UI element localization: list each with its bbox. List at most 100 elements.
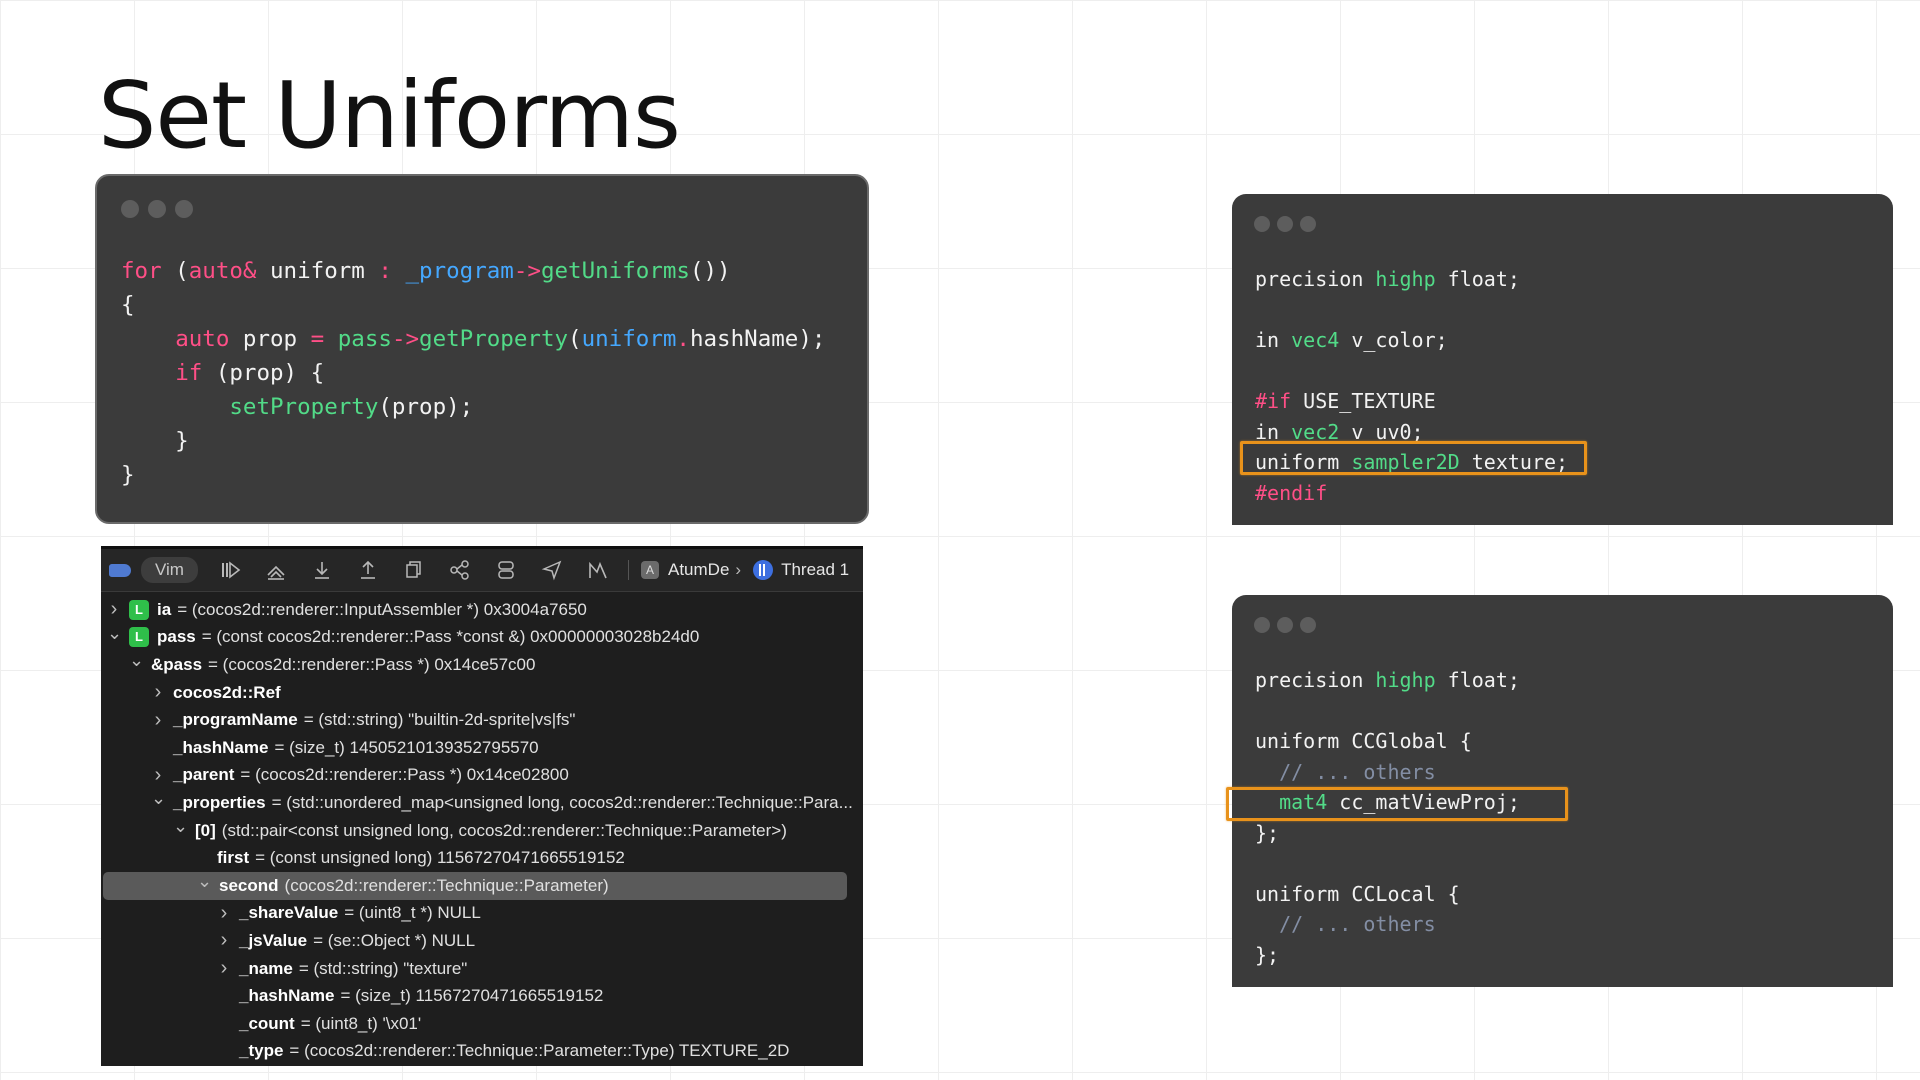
variable-row[interactable]: ⌄[0](std::pair<const unsigned long, coco… (101, 816, 863, 845)
variable-name: second (219, 875, 279, 895)
variable-name: _programName (173, 710, 298, 730)
chevron-down-icon[interactable]: ⌄ (173, 816, 189, 837)
vertex-shader-code: precision highp float;​uniform CCGlobal … (1255, 665, 1520, 970)
window-dot-icon (121, 200, 139, 218)
chevron-down-icon[interactable]: ⌄ (107, 622, 123, 643)
variable-row[interactable]: ⌄&pass= (cocos2d::renderer::Pass *) 0x14… (101, 650, 863, 679)
variable-row[interactable]: ⌄_properties= (std::unordered_map<unsign… (101, 788, 863, 817)
code-token: : (378, 258, 392, 284)
code-token: if (175, 360, 203, 386)
variable-name: cocos2d::Ref (173, 682, 281, 702)
variable-row[interactable]: ›_name= (std::string) "texture" (101, 955, 863, 983)
view-hierarchy-icon[interactable] (398, 556, 430, 584)
chevron-down-icon[interactable]: ⌄ (197, 871, 213, 892)
window-dot-icon (1277, 216, 1293, 232)
thread-label: Thread 1 (781, 560, 850, 579)
fragment-shader-window: precision highp float;​in vec4 v_color;​… (1232, 194, 1893, 525)
toolbar-separator (627, 560, 629, 580)
step-over-icon[interactable] (260, 556, 292, 584)
window-dot-icon (148, 200, 166, 218)
code-token: _program (405, 258, 514, 284)
code-token: prop (229, 326, 311, 352)
chevron-right-icon[interactable]: › (220, 929, 228, 952)
cpp-code-window: for (auto& uniform : _program->getUnifor… (95, 174, 869, 524)
variable-row[interactable]: ›_parent= (cocos2d::renderer::Pass *) 0x… (101, 762, 863, 790)
code-token: ()) (689, 258, 731, 284)
code-token: (prop); (378, 394, 474, 420)
slide-title: Set Uniforms (98, 62, 681, 169)
code-token: = (310, 326, 325, 352)
code-token (392, 258, 406, 284)
chevron-right-icon[interactable]: › (154, 708, 162, 731)
target-selector[interactable]: A AtumDe › (640, 560, 741, 580)
shader-code-line: ​ (1255, 295, 1568, 326)
variable-name: first (217, 848, 250, 868)
memory-graph-icon[interactable] (444, 556, 476, 584)
variable-row[interactable]: ›_shareValue= (uint8_t *) NULL (101, 900, 863, 928)
code-token: #endif (1255, 480, 1328, 505)
variable-value: = (cocos2d::renderer::InputAssembler *) … (177, 599, 587, 619)
location-icon[interactable] (536, 556, 568, 584)
code-token: getUniforms (540, 258, 690, 284)
breakpoint-icon[interactable] (109, 563, 131, 577)
code-token: uniform CCLocal { (1255, 881, 1460, 906)
chevron-right-icon[interactable]: › (110, 598, 118, 621)
step-out-icon[interactable] (352, 556, 384, 584)
variable-row[interactable]: _type= (cocos2d::renderer::Technique::Pa… (101, 1038, 863, 1066)
thread-icon (753, 560, 774, 580)
code-token: // ... others (1255, 759, 1436, 784)
variable-name: _name (239, 958, 293, 978)
environment-icon[interactable] (490, 556, 522, 584)
code-token: #if (1255, 389, 1292, 413)
window-dot-icon (1277, 617, 1293, 633)
fragment-shader-code: precision highp float;​in vec4 v_color;​… (1255, 264, 1568, 508)
variable-row[interactable]: _hashName= (size_t) 11567270471665519152 (101, 982, 863, 1010)
code-token: for (121, 258, 162, 284)
continue-icon[interactable] (214, 556, 246, 584)
variable-value: (std::pair<const unsigned long, cocos2d:… (221, 820, 787, 840)
variable-name: _jsValue (239, 930, 308, 950)
cpp-code-line: setProperty(prop); (121, 390, 825, 424)
step-into-icon[interactable] (306, 556, 338, 584)
shader-code-line: // ... others (1255, 909, 1520, 940)
code-token (121, 394, 229, 420)
code-token: mat4 (1279, 790, 1328, 814)
chevron-right-icon[interactable]: › (220, 957, 228, 980)
code-token: USE_TEXTURE (1291, 389, 1436, 413)
code-token: } (121, 428, 189, 454)
variable-value: = (const unsigned long) 1156727047166551… (255, 848, 625, 868)
variable-row[interactable]: ›_programName= (std::string) "builtin-2d… (101, 706, 863, 734)
variable-row[interactable]: first= (const unsigned long) 11567270471… (101, 844, 863, 872)
chevron-down-icon[interactable]: ⌄ (129, 650, 145, 671)
variable-name: _count (239, 1013, 295, 1033)
frames-icon[interactable] (582, 556, 614, 584)
code-token: { (121, 292, 135, 318)
shader-code-line: uniform CCLocal { (1255, 879, 1520, 910)
sampler-highlight-box (1240, 441, 1587, 475)
code-token (121, 326, 175, 352)
code-token: v_uv0; (1339, 419, 1424, 444)
variable-row[interactable]: _count= (uint8_t) '\x01' (101, 1010, 863, 1038)
shader-code-line: #if USE_TEXTURE (1255, 386, 1568, 417)
code-token: in (1255, 328, 1292, 352)
variable-name: _properties (173, 792, 266, 812)
variable-row[interactable]: _hashName= (size_t) 14505210139352795570 (101, 734, 863, 762)
chevron-right-icon[interactable]: › (220, 901, 228, 924)
vim-button[interactable]: Vim (141, 557, 198, 583)
code-token: }; (1255, 942, 1280, 967)
chevron-down-icon[interactable]: ⌄ (151, 788, 167, 809)
variable-row[interactable]: ⌄second(cocos2d::renderer::Technique::Pa… (103, 871, 847, 900)
variable-value: = (cocos2d::renderer::Pass *) 0x14ce0280… (240, 765, 569, 785)
thread-selector[interactable]: Thread 1 (753, 560, 849, 580)
variable-row[interactable]: ›_jsValue= (se::Object *) NULL (101, 927, 863, 955)
window-dot-icon (1300, 216, 1316, 232)
variable-value: = (cocos2d::renderer::Technique::Paramet… (289, 1041, 790, 1061)
chevron-right-icon[interactable]: › (154, 681, 162, 704)
chevron-right-icon[interactable]: › (154, 763, 162, 786)
variable-row[interactable]: › cocos2d::Ref (101, 679, 863, 707)
cpp-code-line: auto prop = pass->getProperty(uniform.ha… (121, 322, 825, 356)
